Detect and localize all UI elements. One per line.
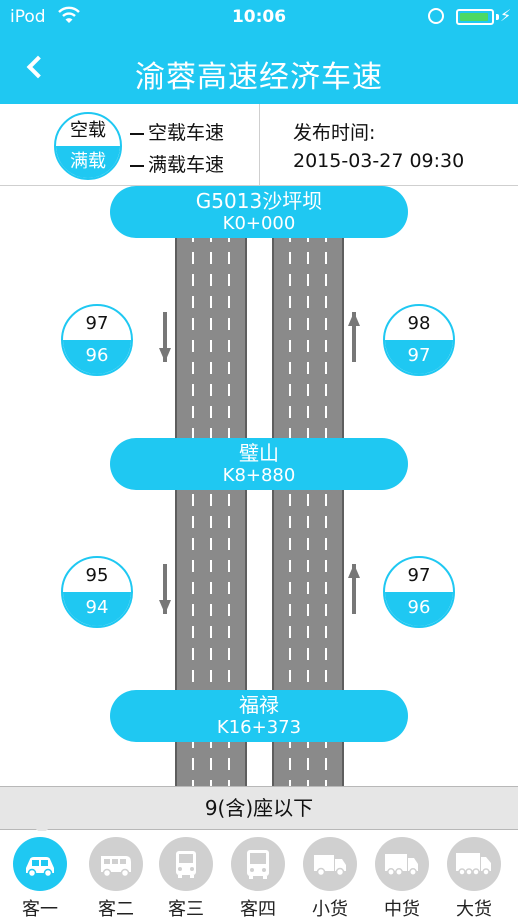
speed-empty: 97 (407, 565, 431, 586)
speed-empty: 95 (85, 565, 109, 586)
legend-empty-row: 空载车速 (130, 118, 224, 145)
station-fulu[interactable]: 福禄 K16+373 (110, 690, 408, 742)
car-icon (13, 837, 67, 891)
publish-time: 2015-03-27 09:30 (293, 150, 465, 172)
legend-empty-label: 空载车速 (148, 122, 225, 144)
small-truck-icon (303, 837, 357, 891)
tab-label: 大货 (456, 899, 492, 920)
top-bar: iPod 10:06 ⚡ 渝蓉高速经济车速 (0, 0, 518, 104)
tab-ke1[interactable]: 客一 (4, 831, 76, 920)
seat-pointer (32, 826, 52, 834)
station-bishan[interactable]: 璧山 K8+880 (110, 438, 408, 490)
tab-label: 小货 (312, 899, 348, 920)
tab-label: 客四 (240, 899, 276, 920)
coach-icon (231, 837, 285, 891)
speed-full: 97 (385, 340, 453, 374)
vehicle-tab-bar: 客一 客二 客三 客四 小货 中货 大货 (0, 831, 518, 920)
legend-full-row: 满载车速 (130, 150, 224, 177)
dash-icon (130, 164, 144, 167)
arrow-down-icon (159, 312, 171, 362)
arrow-up-icon (348, 564, 360, 614)
speed-badge-downbound[interactable]: 97 96 (61, 304, 133, 376)
tab-xiaohuo[interactable]: 小货 (294, 831, 366, 920)
tab-label: 中货 (384, 899, 420, 920)
bus-icon (159, 837, 213, 891)
station-shapingba[interactable]: G5013沙坪坝 K0+000 (110, 186, 408, 238)
tab-ke3[interactable]: 客三 (150, 831, 222, 920)
speed-empty: 98 (407, 313, 431, 334)
page-title: 渝蓉高速经济车速 (135, 60, 383, 95)
tab-label: 客一 (22, 899, 58, 920)
speed-badge-upbound[interactable]: 98 97 (383, 304, 455, 376)
wifi-icon (58, 6, 80, 23)
speed-full: 94 (63, 592, 131, 626)
tab-zhonghuo[interactable]: 中货 (366, 831, 438, 920)
speed-badge-upbound[interactable]: 97 96 (383, 556, 455, 628)
speed-badge-downbound[interactable]: 95 94 (61, 556, 133, 628)
station-km: K0+000 (222, 213, 296, 234)
legend-full-label: 满载车速 (148, 154, 225, 176)
battery-icon (456, 9, 494, 25)
tab-dahuo[interactable]: 大货 (438, 831, 510, 920)
tab-ke2[interactable]: 客二 (80, 831, 152, 920)
legend-panel: 空载 满载 空载车速 满载车速 发布时间: 2015-03-27 09:30 (0, 104, 518, 186)
rotation-lock-icon (428, 8, 444, 24)
speed-full: 96 (63, 340, 131, 374)
status-bar: iPod 10:06 ⚡ (0, 0, 518, 34)
legend-badge-full: 满载 (56, 146, 120, 178)
dash-icon (130, 132, 144, 135)
station-name: G5013沙坪坝 (195, 189, 323, 213)
arrow-down-icon (159, 564, 171, 614)
station-km: K8+880 (222, 465, 296, 486)
status-time: 10:06 (231, 7, 287, 27)
tab-ke4[interactable]: 客四 (222, 831, 294, 920)
minibus-icon (89, 837, 143, 891)
charging-icon: ⚡ (500, 6, 512, 25)
arrow-up-icon (348, 312, 360, 362)
large-truck-icon (447, 837, 501, 891)
tab-label: 客二 (98, 899, 134, 920)
medium-truck-icon (375, 837, 429, 891)
station-name: 福禄 (239, 693, 279, 717)
legend-divider (259, 104, 260, 186)
seat-filter-bar[interactable]: 9(含)座以下 (0, 786, 518, 830)
station-km: K16+373 (216, 717, 302, 738)
battery-cap (496, 14, 499, 20)
device-name: iPod (10, 7, 46, 27)
station-name: 璧山 (239, 441, 279, 465)
legend-badge-empty: 空载 (70, 120, 106, 141)
publish-label: 发布时间: (293, 122, 376, 144)
road-map[interactable]: G5013沙坪坝 K0+000 璧山 K8+880 福禄 K16+373 97 … (0, 186, 518, 786)
legend-badge: 空载 满载 (54, 112, 122, 180)
speed-full: 96 (385, 592, 453, 626)
speed-empty: 97 (85, 313, 109, 334)
tab-label: 客三 (168, 899, 204, 920)
